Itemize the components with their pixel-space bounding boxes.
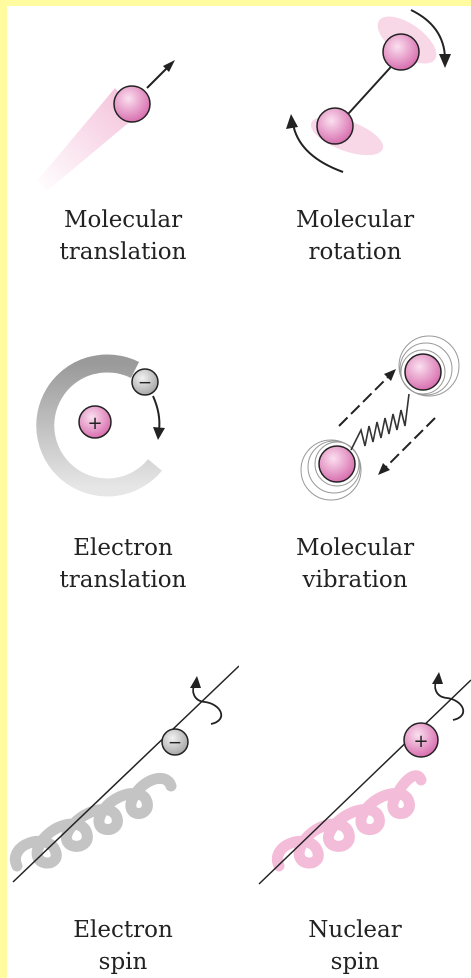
spin-axis [259,680,471,884]
panel-molecular-vibration: Molecular vibration [239,330,471,654]
molecular-rotation-graphic [239,6,471,206]
arrow-head-icon [190,676,201,688]
caption-electron-translation: Electron translation [7,532,239,596]
arrow-head-icon [286,114,298,129]
panel-electron-spin: − Electron spin [7,654,239,978]
orbit-direction-arrow [153,396,159,430]
molecule-particle [114,86,150,122]
arrow-head-icon [439,54,451,68]
arrow-head-icon [378,463,390,475]
molecular-vibration-graphic [239,330,471,530]
panel-molecular-translation: Molecular translation [7,6,239,330]
caption-electron-spin: Electron spin [7,914,239,978]
atom-top [383,34,419,70]
nucleus-charge-symbol: + [87,413,102,434]
caption-line-1: Electron [7,532,239,564]
caption-molecular-rotation: Molecular rotation [239,204,471,268]
caption-line-2: translation [7,564,239,596]
spin-helix [15,778,171,866]
caption-molecular-vibration: Molecular vibration [239,532,471,596]
caption-molecular-translation: Molecular translation [7,204,239,268]
electron-charge-symbol: − [138,373,152,393]
spin-axis [13,666,239,882]
caption-line-2: translation [7,236,239,268]
arrow-head-icon [384,369,396,381]
molecular-translation-graphic [7,6,239,206]
nucleus-charge-symbol: + [413,731,428,752]
vibration-arrow-lower [385,418,435,468]
electron-translation-graphic: + − [7,330,239,530]
caption-nuclear-spin: Nuclear spin [239,914,471,978]
caption-line-1: Nuclear [239,914,471,946]
panel-molecular-rotation: Molecular rotation [239,6,471,330]
caption-line-2: spin [239,946,471,978]
caption-line-1: Molecular [239,204,471,236]
arrow-head-icon [432,672,443,684]
caption-line-1: Molecular [239,532,471,564]
atom-bottom [319,446,355,482]
panel-nuclear-spin: + Nuclear spin [239,654,471,978]
vibration-arrow-upper [339,376,389,426]
caption-line-2: rotation [239,236,471,268]
caption-line-2: vibration [239,564,471,596]
arrow-head-icon [153,427,165,440]
electron-charge-symbol: − [168,733,182,753]
direction-arrow [147,66,169,88]
figure-frame: Molecular translation Molecular rot [7,6,471,978]
spin-helix [277,776,421,866]
atom-top [405,354,441,390]
spin-direction-arrow [193,684,221,724]
caption-line-2: spin [7,946,239,978]
electron-spin-graphic: − [7,654,239,904]
caption-line-1: Electron [7,914,239,946]
caption-line-1: Molecular [7,204,239,236]
atom-bottom [317,108,353,144]
nuclear-spin-graphic: + [239,654,471,904]
panel-electron-translation: + − Electron translation [7,330,239,654]
spring-bond [351,394,409,450]
